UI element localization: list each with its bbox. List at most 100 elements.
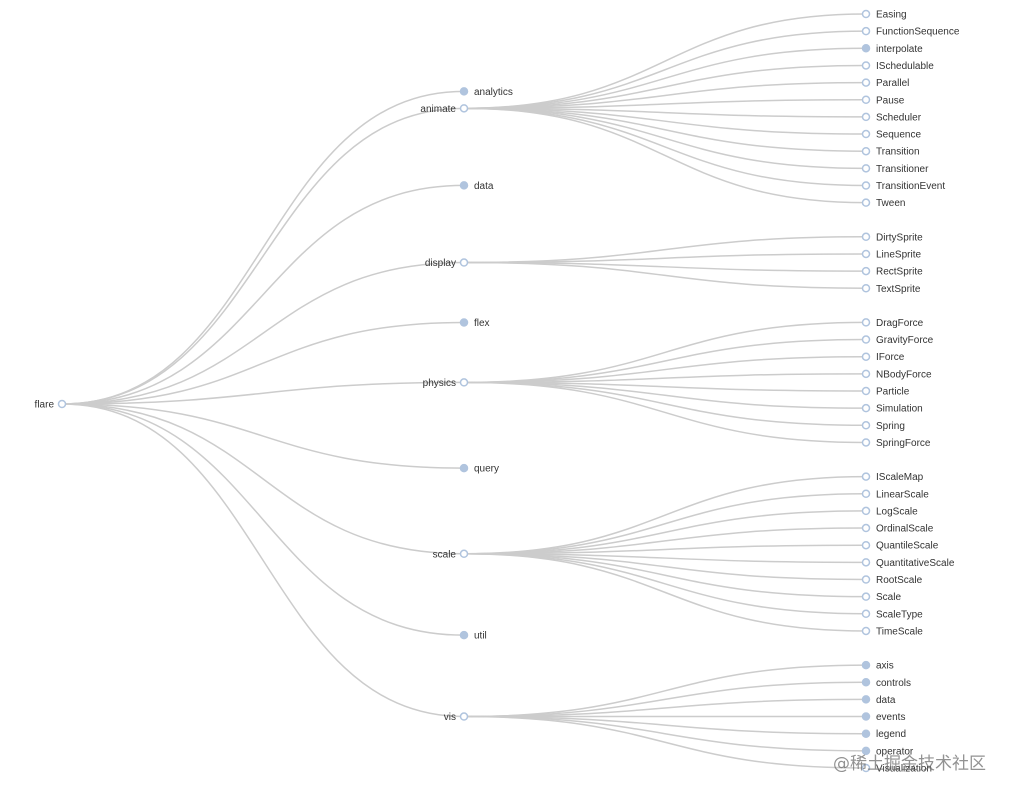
node-animate-transitioner[interactable]: Transitioner <box>861 164 930 175</box>
node-animate-tween[interactable]: Tween <box>861 198 906 209</box>
node-circle-vis-events[interactable] <box>861 712 871 721</box>
node-circle-scale-ordinalscale[interactable] <box>861 523 871 533</box>
node-circle-flex[interactable] <box>459 318 469 327</box>
node-circle-data[interactable] <box>459 181 469 190</box>
node-circle-query[interactable] <box>459 463 469 473</box>
node-display-textsprite[interactable]: TextSprite <box>861 284 921 295</box>
node-circle-animate-sequence[interactable] <box>861 129 871 139</box>
node-circle-animate-tween[interactable] <box>861 198 871 207</box>
node-scale[interactable]: scale <box>433 549 469 560</box>
node-circle-display-linesprite[interactable] <box>861 249 871 259</box>
node-physics-iforce[interactable]: IForce <box>861 352 905 363</box>
node-circle-animate-functionsequence[interactable] <box>861 26 871 36</box>
node-circle-physics-spring[interactable] <box>861 421 871 430</box>
node-circle-vis-legend[interactable] <box>861 729 871 738</box>
node-physics-springforce[interactable]: SpringForce <box>861 438 931 449</box>
node-display[interactable]: display <box>425 258 469 269</box>
node-circle-physics-iforce[interactable] <box>861 352 871 361</box>
node-circle-scale-linearscale[interactable] <box>861 489 871 498</box>
node-flex[interactable]: flex <box>459 318 490 329</box>
node-animate-transitionevent[interactable]: TransitionEvent <box>861 181 946 192</box>
node-display-dirtysprite[interactable]: DirtySprite <box>861 232 924 243</box>
node-scale-scale[interactable]: Scale <box>861 592 902 603</box>
node-vis-controls[interactable]: controls <box>861 678 912 689</box>
node-query[interactable]: query <box>459 463 500 475</box>
node-circle-physics-gravityforce[interactable] <box>861 335 871 344</box>
node-circle-scale[interactable] <box>459 549 469 559</box>
node-circle-scale-scale[interactable] <box>861 592 871 601</box>
node-animate-parallel[interactable]: Parallel <box>861 78 910 89</box>
node-circle-scale-scaletype[interactable] <box>861 609 871 619</box>
node-scale-iscalemap[interactable]: IScaleMap <box>861 472 924 483</box>
node-vis-axis[interactable]: axis <box>861 660 894 672</box>
node-circle-vis-data[interactable] <box>861 695 871 704</box>
node-circle-analytics[interactable] <box>459 87 469 96</box>
node-scale-quantilescale[interactable]: QuantileScale <box>861 540 939 552</box>
node-circle-scale-quantitativescale[interactable] <box>861 558 871 567</box>
node-scale-logscale[interactable]: LogScale <box>861 506 919 517</box>
node-circle-scale-logscale[interactable] <box>861 506 871 516</box>
node-scale-linearscale[interactable]: LinearScale <box>861 489 930 500</box>
node-vis-legend[interactable]: legend <box>861 729 907 740</box>
node-circle-vis-controls[interactable] <box>861 678 871 687</box>
node-circle-scale-quantilescale[interactable] <box>861 540 871 550</box>
node-scale-timescale[interactable]: TimeScale <box>861 626 924 637</box>
node-animate-transition[interactable]: Transition <box>861 146 920 158</box>
node-circle-util[interactable] <box>459 630 469 640</box>
node-vis-events[interactable]: events <box>861 712 906 723</box>
node-animate-functionsequence[interactable]: FunctionSequence <box>861 26 960 38</box>
node-scale-scaletype[interactable]: ScaleType <box>861 609 924 620</box>
node-display-linesprite[interactable]: LineSprite <box>861 249 922 260</box>
node-circle-animate[interactable] <box>459 104 469 113</box>
node-physics-nbodyforce[interactable]: NBodyForce <box>861 369 933 380</box>
node-physics-particle[interactable]: Particle <box>861 386 910 398</box>
node-circle-animate-transitioner[interactable] <box>861 164 871 173</box>
node-circle-animate-transition[interactable] <box>861 146 871 156</box>
node-circle-display[interactable] <box>459 258 469 267</box>
node-animate-ischedulable[interactable]: ISchedulable <box>861 61 935 72</box>
node-scale-rootscale[interactable]: RootScale <box>861 575 923 586</box>
node-vis[interactable]: vis <box>444 712 469 723</box>
node-physics-gravityforce[interactable]: GravityForce <box>861 335 934 346</box>
node-analytics[interactable]: analytics <box>459 87 513 98</box>
node-circle-animate-parallel[interactable] <box>861 78 871 87</box>
node-circle-scale-timescale[interactable] <box>861 626 871 636</box>
node-circle-animate-pause[interactable] <box>861 95 871 104</box>
node-circle-animate-easing[interactable] <box>861 9 871 19</box>
node-circle-vis[interactable] <box>459 712 469 721</box>
node-animate[interactable]: animate <box>420 104 469 115</box>
node-circle-display-textsprite[interactable] <box>861 284 871 293</box>
node-scale-ordinalscale[interactable]: OrdinalScale <box>861 523 934 535</box>
node-circle-vis-visualization[interactable] <box>861 763 871 773</box>
node-display-rectsprite[interactable]: RectSprite <box>861 266 924 278</box>
node-animate-sequence[interactable]: Sequence <box>861 129 922 141</box>
node-circle-animate-interpolate[interactable] <box>861 44 871 53</box>
node-circle-display-dirtysprite[interactable] <box>861 232 871 242</box>
node-flare[interactable]: flare <box>35 400 67 411</box>
node-circle-animate-transitionevent[interactable] <box>861 181 871 190</box>
node-circle-animate-ischedulable[interactable] <box>861 61 871 70</box>
node-physics-spring[interactable]: Spring <box>861 421 905 432</box>
node-circle-physics-springforce[interactable] <box>861 438 871 447</box>
node-circle-physics-nbodyforce[interactable] <box>861 369 871 379</box>
node-vis-data[interactable]: data <box>861 695 896 706</box>
node-data[interactable]: data <box>459 181 494 192</box>
node-animate-interpolate[interactable]: interpolate <box>861 44 924 55</box>
node-circle-physics[interactable] <box>459 378 469 387</box>
node-circle-scale-iscalemap[interactable] <box>861 472 871 481</box>
node-circle-display-rectsprite[interactable] <box>861 266 871 276</box>
node-vis-visualization[interactable]: Visualization <box>861 763 932 775</box>
node-physics-simulation[interactable]: Simulation <box>861 403 923 415</box>
node-circle-animate-scheduler[interactable] <box>861 112 871 122</box>
node-circle-physics-dragforce[interactable] <box>861 318 871 327</box>
node-physics-dragforce[interactable]: DragForce <box>861 318 924 329</box>
node-vis-operator[interactable]: operator <box>861 746 914 757</box>
node-circle-vis-operator[interactable] <box>861 746 871 756</box>
node-scale-quantitativescale[interactable]: QuantitativeScale <box>861 558 955 569</box>
node-circle-physics-simulation[interactable] <box>861 403 871 413</box>
node-animate-scheduler[interactable]: Scheduler <box>861 112 922 123</box>
node-animate-pause[interactable]: Pause <box>861 95 905 106</box>
node-physics[interactable]: physics <box>423 378 469 389</box>
node-circle-physics-particle[interactable] <box>861 386 871 396</box>
node-circle-vis-axis[interactable] <box>861 660 871 670</box>
